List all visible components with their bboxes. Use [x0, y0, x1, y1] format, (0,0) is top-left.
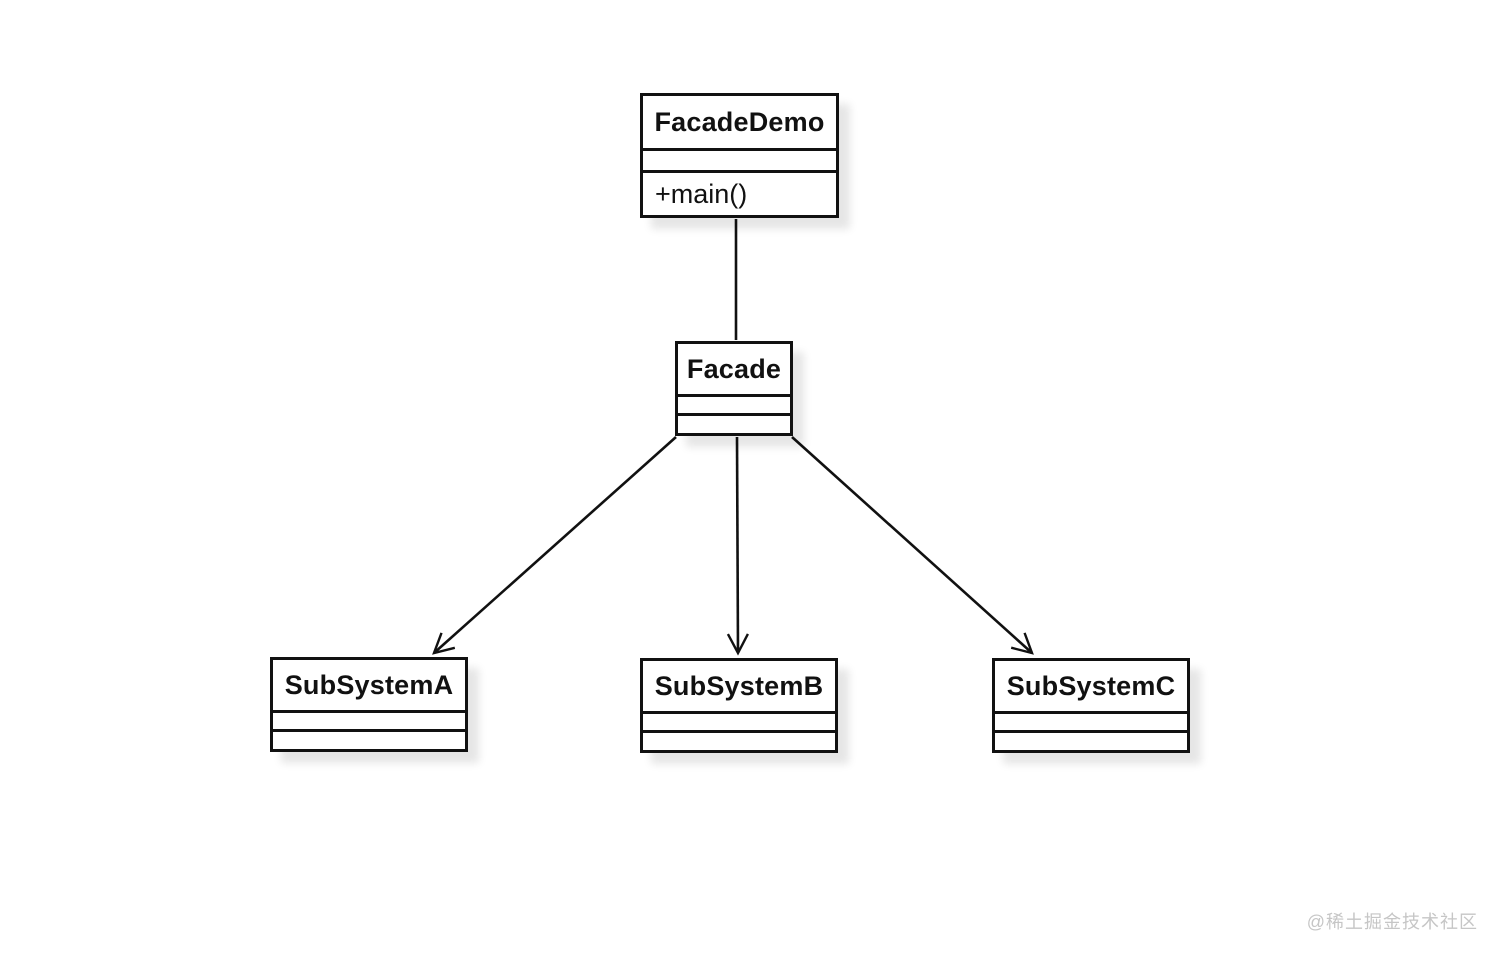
class-attributes-section — [678, 394, 790, 416]
class-methods-section — [678, 416, 790, 433]
class-methods-section — [273, 732, 465, 749]
edge-facade-subsystema — [432, 436, 677, 655]
class-name: SubSystemC — [1006, 670, 1176, 701]
class-attributes-section — [273, 710, 465, 732]
watermark-text: @稀土掘金技术社区 — [1306, 912, 1478, 932]
class-methods-section — [643, 733, 835, 750]
class-box-subsystemb: SubSystemB — [640, 658, 838, 753]
class-attributes-section — [643, 711, 835, 733]
class-name: FacadeDemo — [654, 106, 825, 137]
edge-facade-subsystemc — [791, 436, 1034, 655]
edge-facade-subsystemb — [726, 436, 749, 656]
class-name: Facade — [686, 353, 782, 384]
class-box-subsystemc: SubSystemC — [992, 658, 1190, 753]
class-methods-section — [995, 733, 1187, 750]
class-attributes-section — [995, 711, 1187, 733]
class-box-subsystema: SubSystemA — [270, 657, 468, 752]
class-attributes-section — [643, 148, 836, 173]
class-methods-section: +main() — [655, 178, 748, 209]
class-box-facadedemo: FacadeDemo +main() — [640, 93, 839, 218]
class-name: SubSystemB — [654, 670, 824, 701]
class-name: SubSystemA — [284, 669, 454, 700]
class-box-facade: Facade — [675, 341, 793, 436]
